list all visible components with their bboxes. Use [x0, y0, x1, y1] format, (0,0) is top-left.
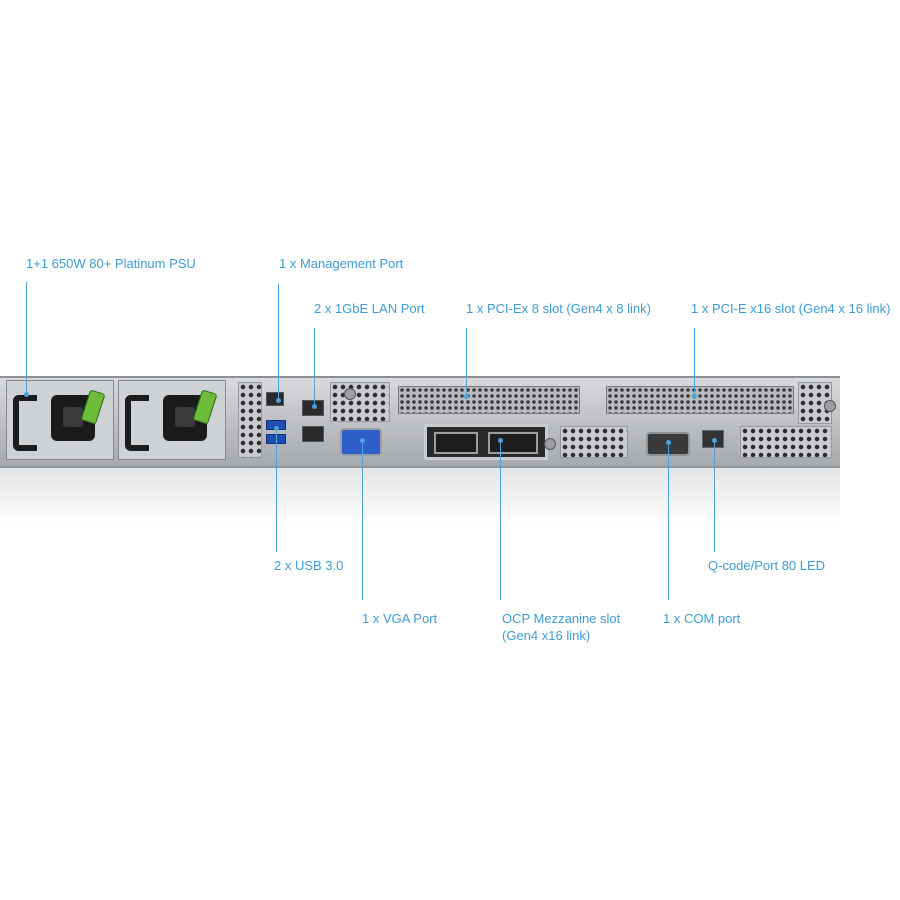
usb-leader-line	[276, 428, 277, 552]
ocp-callout-line1: OCP Mezzanine slot	[502, 611, 621, 626]
ocp-leader-line	[500, 440, 501, 600]
vent-mesh	[740, 426, 832, 458]
psu-handle-icon	[125, 395, 149, 451]
leader-dot	[360, 438, 365, 443]
vga-leader-line	[362, 440, 363, 600]
lan-port-leader-line	[314, 328, 315, 406]
vent-mesh	[238, 382, 262, 458]
usb-callout: 2 x USB 3.0	[274, 558, 344, 573]
pcie-x16-callout: 1 x PCI-E x16 slot (Gen4 x 16 link)	[691, 301, 891, 316]
vent-mesh	[330, 382, 390, 422]
psu-module-2	[118, 380, 226, 460]
pcie-x8-leader-line	[466, 328, 467, 396]
screw-icon	[344, 388, 356, 400]
management-port-leader-line	[278, 284, 279, 400]
qcode-callout: Q-code/Port 80 LED	[708, 558, 826, 573]
leader-dot	[464, 394, 469, 399]
leader-dot	[692, 394, 697, 399]
leader-dot	[712, 438, 717, 443]
pcie-x16-slot-bracket	[606, 386, 794, 414]
leader-dot	[274, 426, 279, 431]
management-port-callout: 1 x Management Port	[279, 256, 404, 271]
psu-leader-line	[26, 282, 27, 394]
com-callout: 1 x COM port	[663, 611, 741, 626]
ocp-bay-icon	[434, 432, 478, 454]
lan-port-icon	[302, 426, 324, 442]
pcie-x8-callout: 1 x PCI-Ex 8 slot (Gen4 x 8 link)	[466, 301, 651, 316]
panel-reflection	[0, 466, 840, 526]
vent-mesh	[560, 426, 628, 458]
qcode-leader-line	[714, 440, 715, 552]
vga-callout: 1 x VGA Port	[362, 611, 438, 626]
pcie-x8-slot-bracket	[398, 386, 580, 414]
psu-module-1	[6, 380, 114, 460]
leader-dot	[24, 392, 29, 397]
lan-port-callout: 2 x 1GbE LAN Port	[314, 301, 425, 316]
leader-dot	[276, 398, 281, 403]
screw-icon	[824, 400, 836, 412]
leader-dot	[312, 404, 317, 409]
pcie-x16-leader-line	[694, 328, 695, 396]
leader-dot	[666, 440, 671, 445]
management-port-icon	[266, 392, 284, 406]
psu-callout: 1+1 650W 80+ Platinum PSU	[26, 256, 196, 271]
psu-handle-icon	[13, 395, 37, 451]
ocp-bay-icon	[488, 432, 538, 454]
com-leader-line	[668, 442, 669, 600]
screw-icon	[544, 438, 556, 450]
leader-dot	[498, 438, 503, 443]
ocp-callout-line2: (Gen4 x16 link)	[502, 628, 591, 643]
